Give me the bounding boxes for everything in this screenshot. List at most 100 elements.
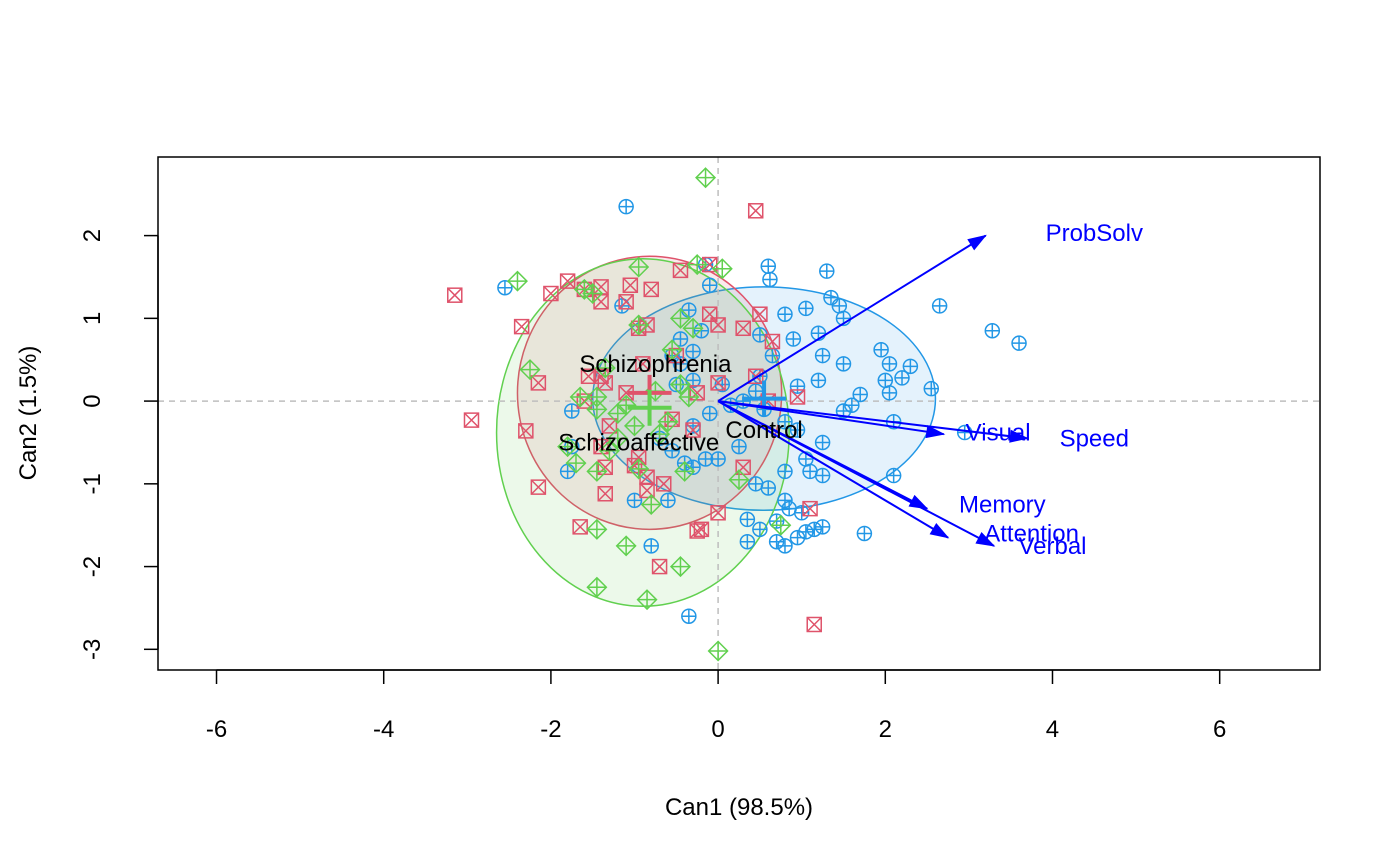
- point-schizoaffective: [669, 374, 691, 396]
- point-schizoaffective: [657, 411, 679, 433]
- point-control: [852, 386, 868, 403]
- point-control: [760, 480, 777, 496]
- centroid-layer: [627, 374, 787, 426]
- point-schizoaffective: [598, 440, 620, 462]
- vector-speed: Speed: [717, 400, 1129, 452]
- point-control: [1011, 335, 1027, 351]
- y-tick-label: 1: [79, 312, 106, 325]
- point-control: [777, 538, 793, 554]
- point-schizophrenia: [530, 375, 547, 391]
- y-tick-label: 0: [79, 394, 106, 407]
- vector-label-attention: Attention: [984, 520, 1079, 547]
- point-schizophrenia: [710, 505, 726, 521]
- point-schizoaffective: [623, 415, 646, 437]
- point-control: [681, 608, 697, 624]
- vector-arrowhead: [929, 523, 950, 539]
- point-schizophrenia: [764, 333, 781, 350]
- point-control: [752, 521, 768, 538]
- point-schizoaffective: [770, 514, 792, 536]
- y-tick-label: -3: [79, 639, 106, 660]
- group-label-control: Control: [725, 417, 802, 444]
- point-schizoaffective: [628, 314, 650, 336]
- point-schizophrenia: [530, 479, 547, 495]
- point-control: [777, 306, 793, 322]
- point-schizophrenia: [693, 521, 710, 538]
- point-control: [559, 463, 576, 480]
- point-control: [672, 331, 689, 347]
- point-control: [785, 331, 802, 347]
- vector-label-speed: Speed: [1060, 425, 1129, 452]
- y-tick-label: 2: [79, 229, 106, 242]
- x-axis-title: Can1 (98.5%): [665, 794, 813, 821]
- point-schizoaffective: [640, 494, 662, 516]
- point-control: [856, 525, 873, 542]
- point-control: [777, 492, 793, 509]
- point-schizophrenia: [593, 438, 609, 455]
- point-schizoaffective: [586, 576, 608, 598]
- point-schizophrenia: [789, 389, 806, 405]
- point-schizophrenia: [735, 320, 751, 337]
- point-schizoaffective: [711, 258, 733, 280]
- point-control: [739, 511, 756, 528]
- group-label-schizophrenia: Schizophrenia: [579, 351, 732, 378]
- vector-label-memory: Memory: [959, 492, 1046, 519]
- vector-arrowhead: [975, 531, 996, 547]
- point-schizoaffective: [519, 359, 541, 381]
- point-schizoaffective: [565, 452, 587, 474]
- point-schizoaffective: [607, 427, 629, 449]
- point-control: [885, 467, 902, 484]
- point-schizophrenia: [685, 422, 701, 438]
- point-schizophrenia: [543, 285, 559, 302]
- point-schizoaffective: [636, 589, 658, 611]
- point-control: [701, 405, 718, 422]
- point-control: [931, 298, 948, 314]
- point-schizoaffective: [586, 460, 608, 482]
- point-control: [881, 356, 898, 372]
- point-schizophrenia: [656, 476, 672, 492]
- point-control: [643, 538, 659, 554]
- point-schizophrenia: [651, 558, 668, 575]
- vector-line: [717, 400, 949, 539]
- point-schizoaffective: [707, 640, 729, 662]
- point-schizophrenia: [622, 277, 639, 293]
- point-schizophrenia: [597, 486, 613, 502]
- point-schizophrenia: [593, 368, 609, 385]
- point-schizophrenia: [747, 203, 764, 219]
- group-label-schizoaffective: Schizoaffective: [558, 429, 719, 456]
- vector-probsolv: ProbSolv: [717, 220, 1143, 402]
- point-schizophrenia: [463, 412, 480, 428]
- x-tick-label: -2: [540, 716, 561, 743]
- points-layer: [447, 167, 1027, 662]
- point-schizophrenia: [701, 306, 718, 322]
- point-control: [768, 534, 785, 550]
- point-schizophrenia: [513, 318, 530, 335]
- vector-arrowhead: [925, 425, 946, 439]
- point-schizophrenia: [618, 294, 634, 310]
- point-control: [789, 378, 806, 394]
- vector-label-probsolv: ProbSolv: [1046, 220, 1143, 247]
- point-schizophrenia: [580, 368, 597, 385]
- point-schizophrenia: [689, 385, 705, 401]
- point-control: [697, 451, 714, 467]
- point-schizoaffective: [728, 469, 750, 491]
- vector-verbal: Verbal: [717, 400, 1087, 560]
- point-control: [777, 463, 793, 480]
- x-tick-label: 2: [879, 716, 892, 743]
- point-schizoaffective: [628, 458, 650, 480]
- point-schizophrenia: [643, 281, 659, 298]
- point-schizoaffective: [678, 386, 700, 408]
- x-tick-label: 4: [1046, 716, 1059, 743]
- vector-line: [717, 400, 995, 547]
- point-schizophrenia: [518, 423, 534, 439]
- point-schizoaffective: [686, 254, 708, 276]
- point-schizophrenia: [710, 317, 726, 333]
- point-schizophrenia: [447, 287, 463, 303]
- point-control: [693, 323, 710, 339]
- point-schizoaffective: [695, 167, 717, 189]
- centroid-schizoaffective: [627, 389, 672, 426]
- point-schizophrenia: [635, 356, 651, 372]
- point-control: [681, 302, 697, 318]
- point-schizoaffective: [661, 339, 683, 361]
